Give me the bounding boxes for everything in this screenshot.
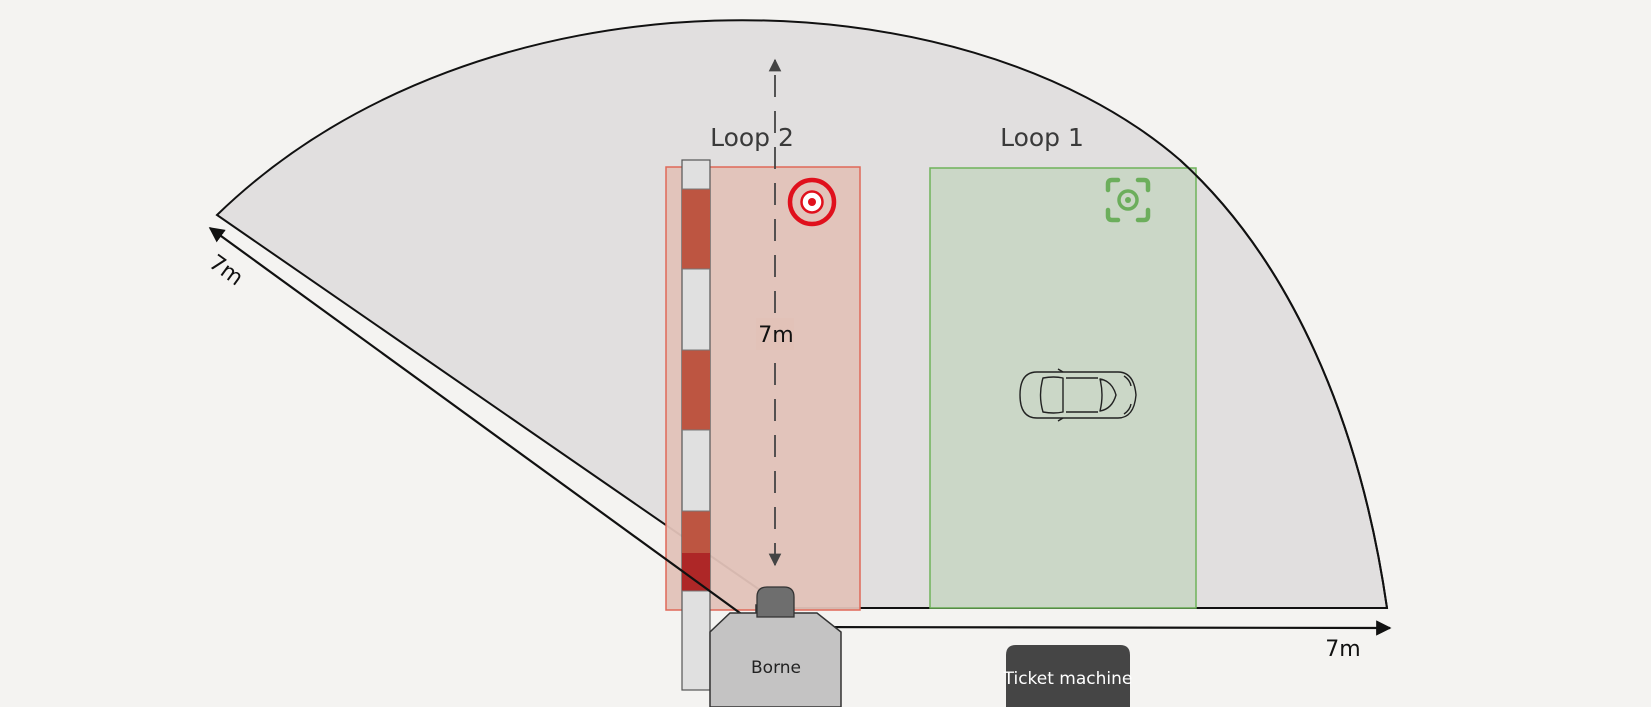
- range-arc-overlay: [1179, 159, 1388, 609]
- vertical-dimension-label: 7m: [758, 323, 793, 348]
- ticket-machine: Ticket machine: [1003, 645, 1133, 707]
- scan-focus-icon: [1105, 177, 1151, 223]
- borne-sensor: [756, 586, 795, 618]
- car-icon: [1019, 368, 1137, 422]
- horizontal-dimension-line: [776, 619, 1392, 636]
- borne: Borne: [709, 586, 842, 707]
- diagonal-dimension-line: [208, 227, 764, 630]
- horizontal-dimension-label: 7m: [1325, 637, 1360, 662]
- diagonal-dimension-label: 7m: [204, 250, 247, 291]
- borne-label: Borne: [751, 658, 801, 678]
- loop-1-label: Loop 1: [1000, 123, 1084, 152]
- barrier-arm: [681, 159, 711, 691]
- loop-2-label: Loop 2: [710, 123, 794, 152]
- ticket-machine-label: Ticket machine: [1003, 669, 1133, 689]
- target-icon: [787, 177, 837, 227]
